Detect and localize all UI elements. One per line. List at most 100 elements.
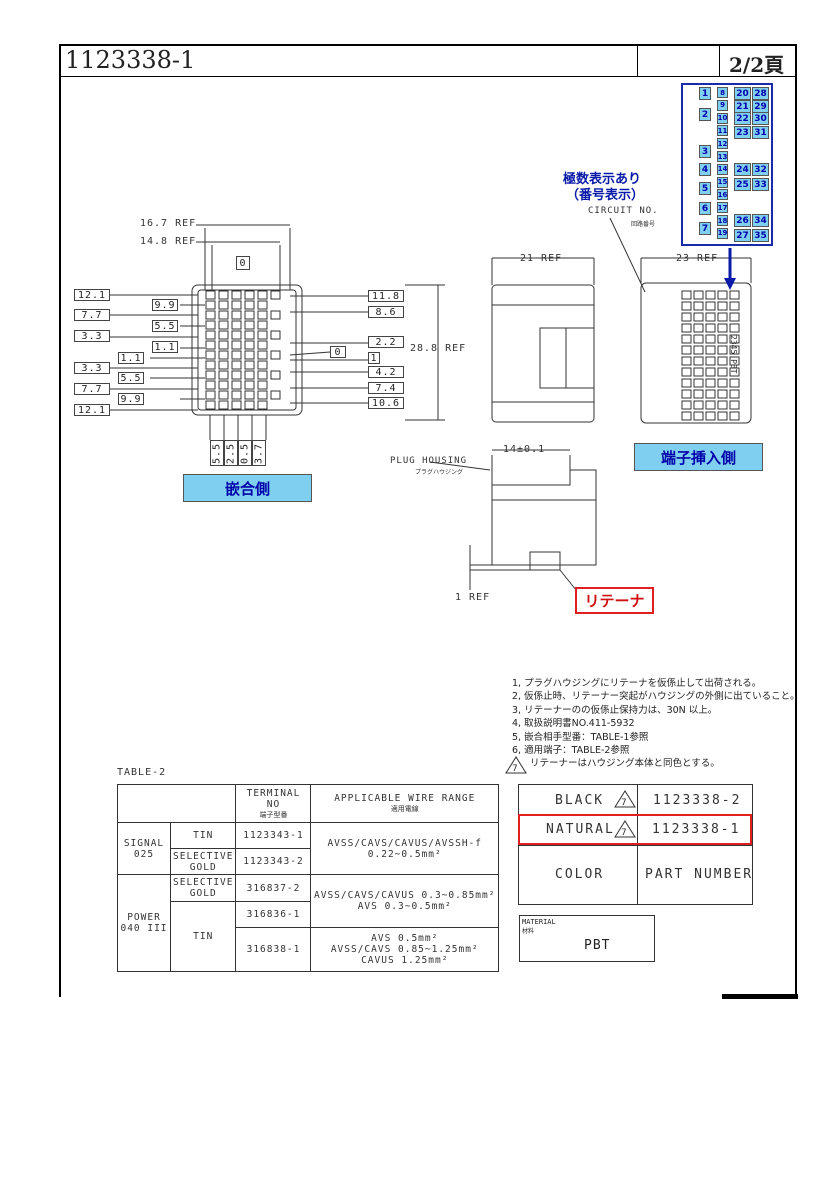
rear-cavity (705, 367, 716, 377)
right-dim-2: 2.2 (368, 336, 404, 348)
rear-cavity (693, 389, 704, 399)
rear-cavity (693, 356, 704, 366)
ref-14-8: 14.8 REF (140, 236, 197, 247)
front-cavity (205, 310, 216, 320)
rear-cavity (681, 301, 692, 311)
polarity-note: 極数表示あり (563, 172, 642, 187)
mating-side-label: 嵌合側 (183, 474, 312, 502)
front-cavity (218, 310, 229, 320)
pin-mid-14: 14 (717, 163, 728, 175)
note-1: 1, プラグハウジングにリテーナを仮係止して出荷される。 (512, 678, 762, 689)
right-dim-5: 4.2 (368, 366, 404, 378)
pin-right-a-24: 24 (734, 163, 751, 176)
rear-cavity (729, 389, 740, 399)
rear-cavity (681, 345, 692, 355)
front-cavity (257, 290, 268, 300)
rear-cavity (693, 323, 704, 333)
natural-mark: 7 (621, 828, 627, 838)
rear-cavity (729, 323, 740, 333)
front-cavity (205, 300, 216, 310)
front-cavity (270, 350, 281, 360)
rear-cavity (705, 400, 716, 410)
front-cavity (231, 350, 242, 360)
material-label: MATERIAL (522, 918, 556, 926)
front-cavity (257, 360, 268, 370)
pin-right-a-26: 26 (734, 214, 751, 227)
front-cavity (244, 400, 255, 410)
pin-left-2: 2 (699, 108, 711, 121)
right-dim-1: 8.6 (368, 306, 404, 318)
front-cavity (231, 390, 242, 400)
r5-wire-a: AVS 0.5mm² (371, 932, 439, 944)
front-cavity (231, 370, 242, 380)
bottom-dim-3: 3.7 (252, 440, 266, 466)
black-pn: 1123338-2 (653, 793, 742, 808)
front-cavity (231, 380, 242, 390)
front-cavity (218, 360, 229, 370)
tin-1: TIN (169, 822, 237, 850)
front-cavity (218, 400, 229, 410)
circuit-no-jp: 回路番号 (631, 221, 656, 228)
rear-cavity (681, 312, 692, 322)
right-dim-3: 0 (330, 346, 346, 358)
front-cavity (244, 300, 255, 310)
front-cavity (218, 330, 229, 340)
r34-wire-a: AVSS/CAVS/CAVUS 0.3~0.85mm² (314, 890, 496, 902)
front-cavity (244, 360, 255, 370)
rear-cavity (729, 356, 740, 366)
front-cavity (218, 350, 229, 360)
front-cavity (205, 320, 216, 330)
rear-cavity (705, 334, 716, 344)
front-cavity (218, 340, 229, 350)
material-value: PBT (584, 938, 611, 953)
front-cavity (244, 370, 255, 380)
front-cavity (231, 320, 242, 330)
rear-cavity (717, 367, 728, 377)
rear-cavity (729, 378, 740, 388)
pin-mid-19: 19 (717, 227, 728, 239)
black-mark: 7 (621, 798, 627, 808)
pin-left-6: 6 (699, 202, 711, 215)
left-dim-6: 1.1 (118, 352, 144, 364)
drawing-frame (59, 44, 797, 997)
natural-label: NATURAL (546, 822, 615, 837)
pin-right-a-20: 20 (734, 87, 751, 100)
r3-no: 316837-2 (235, 874, 312, 902)
right-dim-6: 7.4 (368, 382, 404, 394)
part-number-title: 1123338-1 (65, 46, 196, 74)
rear-cavity (705, 290, 716, 300)
left-dim-4: 3.3 (74, 330, 110, 342)
rear-cavity (693, 367, 704, 377)
front-cavity (205, 390, 216, 400)
material-label-jp: 材料 (522, 928, 535, 935)
front-cavity (244, 390, 255, 400)
front-cavity (257, 320, 268, 330)
pin-mid-8: 8 (717, 87, 728, 98)
pin-left-3: 3 (699, 145, 711, 158)
pin-right-b-33: 33 (752, 178, 769, 191)
front-cavity (257, 350, 268, 360)
rear-cavity (681, 367, 692, 377)
pin-mid-15: 15 (717, 176, 728, 188)
pin-mid-16: 16 (717, 189, 728, 201)
ref-16-7: 16.7 REF (140, 218, 197, 229)
front-cavity (218, 370, 229, 380)
pin-right-b-34: 34 (752, 214, 769, 227)
pin-right-a-25: 25 (734, 178, 751, 191)
sel-gold-2: SELECTIVE GOLD (169, 874, 237, 902)
rear-cavity (681, 400, 692, 410)
left-dim-9: 7.7 (74, 383, 110, 395)
page-indicator: 2/2頁 (729, 53, 785, 77)
left-dim-10: 9.9 (118, 393, 144, 405)
rear-cavity (705, 389, 716, 399)
rear-cavity (693, 411, 704, 421)
rear-cavity (729, 290, 740, 300)
front-cavity (257, 300, 268, 310)
front-cavity (205, 290, 216, 300)
front-cavity (218, 320, 229, 330)
natural-pn: 1123338-1 (652, 822, 741, 837)
pin-left-7: 7 (699, 222, 711, 235)
left-dim-8: 5.5 (118, 372, 144, 384)
